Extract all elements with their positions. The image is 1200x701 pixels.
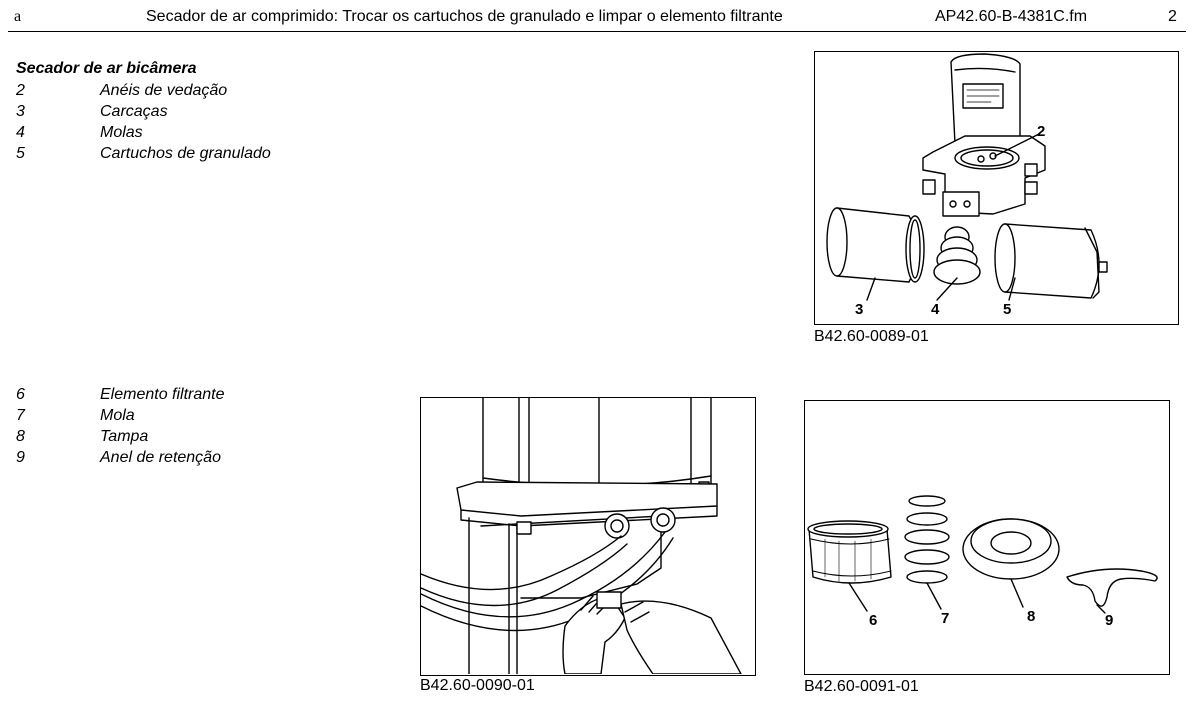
legend-number: 2: [16, 82, 25, 99]
page-header: a Secador de ar comprimido: Trocar os ca…: [0, 0, 1200, 32]
figure-filter-parts: 6 7 8 9: [804, 400, 1170, 675]
callout-9: 9: [1105, 612, 1113, 629]
callout-5: 5: [1003, 301, 1011, 318]
legend-label: Anel de retenção: [100, 449, 221, 466]
legend-item: 6 Elemento filtrante: [16, 384, 225, 405]
filter-parts-illustration: 6 7 8 9: [807, 495, 1158, 629]
legend-item: 7 Mola: [16, 405, 225, 426]
legend-number: 8: [16, 428, 25, 445]
legend-number: 6: [16, 386, 25, 403]
legend-list-1: 2 Anéis de vedação 3 Carcaças 4 Molas 5 Cart…: [16, 80, 271, 164]
figure-air-dryer-exploded: 2 3 4 5: [814, 51, 1179, 325]
figure-caption-2: B42.60-0090-01: [420, 677, 535, 694]
section-heading: Secador de ar bicâmera: [16, 60, 197, 77]
figure-hands-dryer-base: [420, 397, 756, 676]
legend-item: 4 Molas: [16, 122, 271, 143]
legend-number: 4: [16, 124, 25, 141]
legend-item: 3 Carcaças: [16, 101, 271, 122]
legend-label: Carcaças: [100, 103, 168, 120]
callout-3: 3: [855, 301, 863, 318]
header-file-code: AP42.60-B-4381C.fm: [935, 8, 1088, 25]
legend-item: 2 Anéis de vedação: [16, 80, 271, 101]
legend-item: 5 Cartuchos de granulado: [16, 143, 271, 164]
header-page-number: 2: [1168, 8, 1177, 25]
legend-number: 5: [16, 145, 25, 162]
header-rule: [8, 31, 1186, 32]
callout-2: 2: [1037, 123, 1045, 140]
legend-label: Tampa: [100, 428, 149, 445]
legend-label: Molas: [100, 124, 143, 141]
legend-label: Mola: [100, 407, 135, 424]
legend-label: Cartuchos de granulado: [100, 145, 271, 162]
callout-8: 8: [1027, 608, 1035, 625]
dryer-base-illustration: [421, 398, 742, 674]
legend-label: Anéis de vedação: [100, 82, 228, 99]
figure-caption-3: B42.60-0091-01: [804, 678, 919, 695]
legend-item: 8 Tampa: [16, 426, 225, 447]
legend-list-2: 6 Elemento filtrante 7 Mola 8 Tampa 9 Anel d…: [16, 384, 225, 468]
figure-caption-1: B42.60-0089-01: [814, 328, 929, 345]
callout-4: 4: [931, 301, 940, 318]
callout-6: 6: [869, 612, 877, 629]
header-left-mark: a: [14, 8, 22, 25]
air-dryer-illustration: 2 3 4 5: [826, 53, 1108, 318]
legend-label: Elemento filtrante: [100, 386, 225, 403]
legend-item: 9 Anel de retenção: [16, 447, 225, 468]
legend-number: 9: [16, 449, 25, 466]
header-title: Secador de ar comprimido: Trocar os cart…: [146, 8, 783, 25]
legend-number: 3: [16, 103, 25, 120]
callout-7: 7: [941, 610, 949, 627]
legend-number: 7: [16, 407, 25, 424]
